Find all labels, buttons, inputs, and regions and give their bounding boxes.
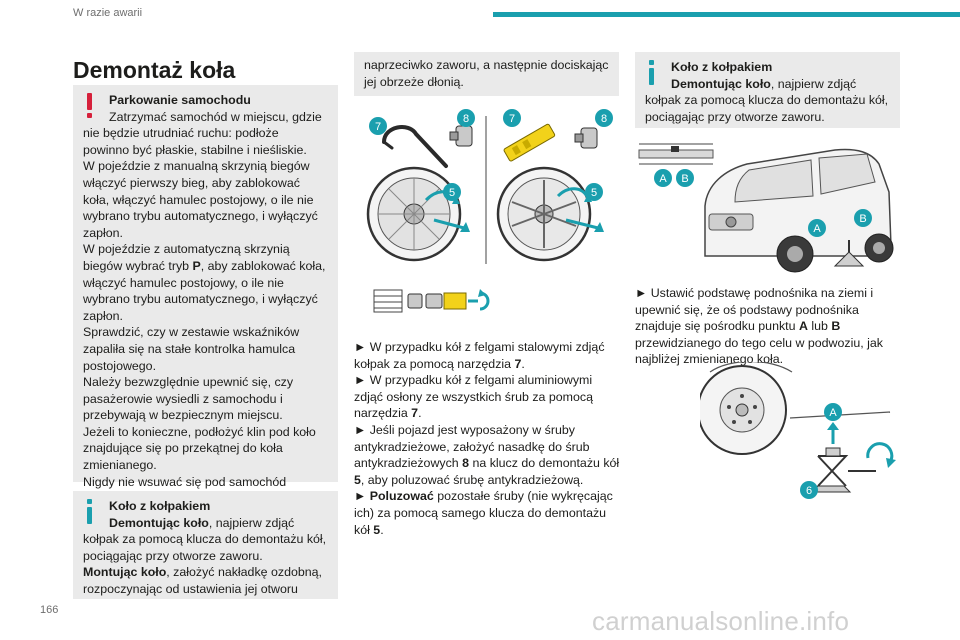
step-steel-hubcap: ► W przypadku kół z felgami stalowymi zd… [354,340,605,371]
callout-8-left-label: 8 [463,113,469,125]
col2-steps: ► W przypadku kół z felgami stalowymi zd… [354,339,620,538]
callout-B-inset-label: B [681,173,688,185]
callouts-col3-bottom: A 6 [800,403,842,499]
callout-8-right [595,109,613,127]
callouts-col3-top: A B A B [654,169,872,237]
col2-continuation-note: naprzeciwko zaworu, a następnie dociskaj… [354,52,619,96]
warning-icon [87,93,93,118]
info1-line2: Demontując koło, najpierw zdjąć [109,515,295,530]
jack-points-illustration [638,143,894,273]
step-alloy-covers: ► W przypadku kół z felgami aluminiowymi… [354,373,593,421]
callout-5-left-label: 5 [449,187,455,199]
callout-B-van [854,209,872,227]
callout-A-jack-label: A [829,407,837,419]
info1-heading: Koło z kołpakiem [109,499,211,513]
callout-7-right-label: 7 [509,113,515,125]
callout-A-van [808,219,826,237]
warning-first-line: Zatrzymać samochód w miejscu, gdzie [109,109,322,124]
info-note-hubcap-1: Koło z kołpakiem Demontując koło, najpie… [73,491,338,599]
warning-p4: Sprawdzić, czy w zestawie wskaźników zap… [83,325,300,373]
watermark: carmanualsonline.info [592,606,850,636]
info2-heading: Koło z kołpakiem [671,60,773,74]
warning-rest: nie będzie utrudniać ruchu: podłoże powi… [83,126,307,157]
callout-A-van-label: A [813,223,821,235]
info1-rest: kołpak za pomocą klucza do demontażu kół… [83,532,327,563]
callout-B-van-label: B [859,213,866,225]
info2-line2: Demontując koło, najpierw zdjąć [671,76,857,91]
callout-A-inset [654,169,672,187]
callout-7-right [503,109,521,127]
warning-heading: Parkowanie samochodu [109,93,251,107]
callout-A-inset-label: A [659,173,667,185]
hubcap-removal-illustration [366,116,604,313]
page-number: 166 [40,604,59,616]
callout-5-right-label: 5 [591,187,597,199]
callout-7-left-label: 7 [375,121,381,133]
callout-8-left [457,109,475,127]
warning-note: Parkowanie samochodu Zatrzymać samochód … [73,85,338,522]
info1-p2: Montując koło, założyć nakładkę ozdobną,… [83,565,322,596]
warning-p6: Jeżeli to konieczne, podłożyć klin pod k… [83,424,316,473]
callout-7-left [369,117,387,135]
callout-6-jack-label: 6 [806,485,812,497]
step-antitheft-bolt: ► Jeśli pojazd jest wyposażony w śruby a… [354,422,620,487]
page-title: Demontaż koła [73,57,236,83]
callout-5-left [443,183,461,201]
warning-p2: W pojeździe z manualną skrzynią biegów w… [83,159,318,240]
info2-rest: kołpak za pomocą klucza do demontażu kół… [645,93,889,124]
callout-6-jack [800,481,818,499]
col3-step: ► Ustawić podstawę podnośnika na ziemi i… [635,285,901,368]
step-place-jack: ► Ustawić podstawę podnośnika na ziemi i… [635,286,883,367]
callouts-col2: 7 8 7 8 5 5 [369,109,613,201]
callout-5-right [585,183,603,201]
header-section-title: W razie awarii [73,7,143,19]
step-loosen-bolts: ► Poluzować pozostałe śruby (nie wykręca… [354,489,613,537]
warning-p5: Należy bezwzględnie upewnić się, czy pas… [83,375,294,423]
info-note-hubcap-2: Koło z kołpakiem Demontując koło, najpie… [635,52,900,128]
callout-B-inset [676,169,694,187]
callout-8-right-label: 8 [601,113,607,125]
header-accent-bar [493,12,960,17]
callout-A-jack [824,403,842,421]
warning-p3: W pojeździe z automatyczną skrzynią bieg… [83,242,326,323]
